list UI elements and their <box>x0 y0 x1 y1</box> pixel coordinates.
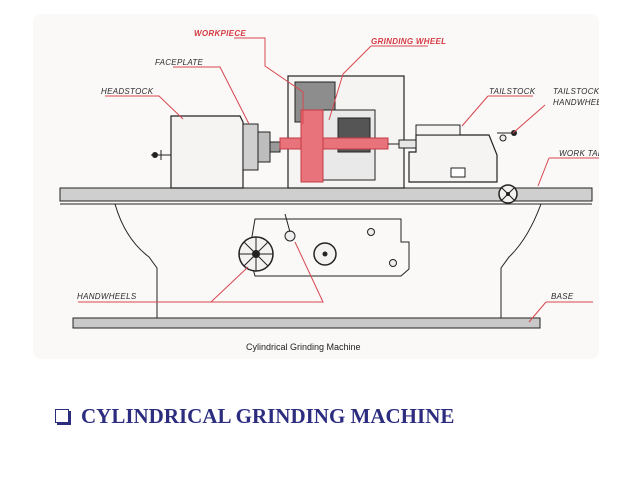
headstock <box>151 115 244 189</box>
label-tailstock: TAILSTOCK <box>489 87 536 96</box>
label-grinding-wheel: GRINDING WHEEL <box>371 37 446 46</box>
grinding-wheel <box>300 109 324 183</box>
leader-lines <box>78 37 599 323</box>
label-headstock: HEADSTOCK <box>101 87 154 96</box>
slide-title: CYLINDRICAL GRINDING MACHINE <box>55 401 454 431</box>
control-panel <box>238 213 410 277</box>
machine-base <box>72 203 542 329</box>
label-faceplate: FACEPLATE <box>155 58 204 67</box>
faceplate <box>242 123 281 171</box>
label-handwheels: HANDWHEELS <box>77 292 137 301</box>
checkbox-bullet-icon <box>55 409 69 423</box>
label-tailstock-handwheel-2: HANDWHEEL <box>553 98 599 107</box>
diagram-image: WORKPIECE GRINDING WHEEL FACEPLATE HEADS… <box>33 14 599 359</box>
label-work-table: WORK TAB <box>559 149 599 158</box>
slide-title-text: CYLINDRICAL GRINDING MACHINE <box>81 403 455 428</box>
diagram-caption: Cylindrical Grinding Machine <box>246 342 361 352</box>
label-base: BASE <box>551 292 574 301</box>
tailstock <box>395 124 517 183</box>
machine-diagram: WORKPIECE GRINDING WHEEL FACEPLATE HEADS… <box>59 29 599 352</box>
label-tailstock-handwheel-1: TAILSTOCK <box>553 87 599 96</box>
label-workpiece: WORKPIECE <box>194 29 246 38</box>
workpiece <box>279 137 405 150</box>
table-handwheel <box>498 184 518 204</box>
